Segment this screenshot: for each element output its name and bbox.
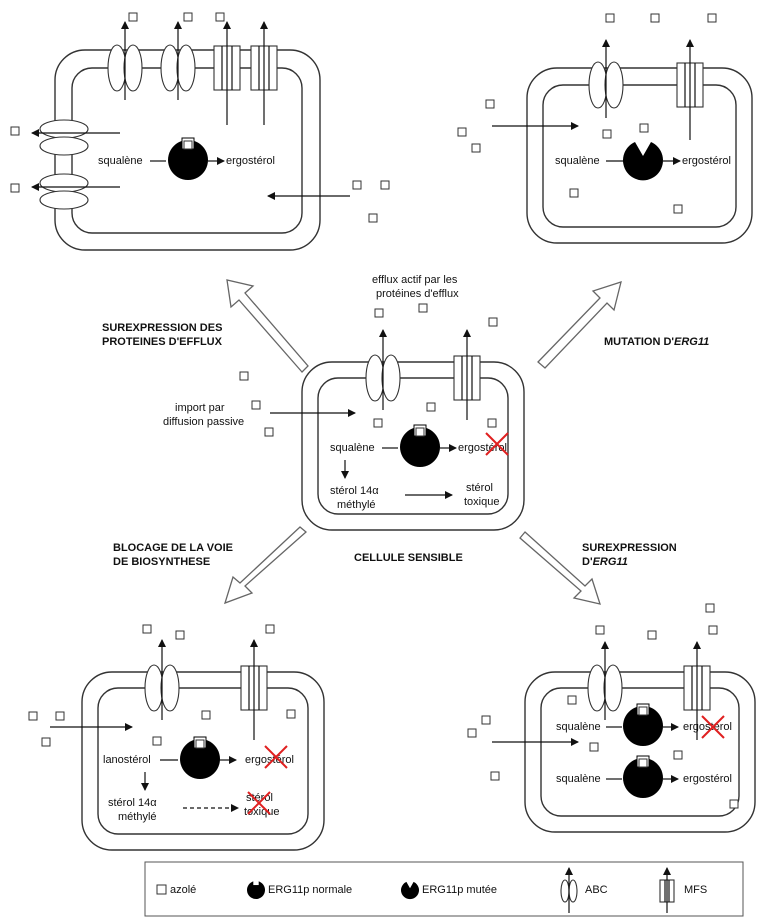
label-blocage-2: DE BIOSYNTHESE [113,556,210,568]
arrow-to-blocage [223,526,307,605]
legend-erg-mutee: ERG11p mutée [422,884,497,896]
cell-erg11-overexpression: squalène ergostérol squalène ergostérol [467,603,756,833]
import-label-line1: import par [175,402,225,414]
squalene-label: squalène [98,155,143,167]
cell-sensible: efflux actif par les protéines d'efflux … [163,274,525,531]
abc-transporter [107,21,143,100]
abc-transporter [144,639,180,720]
erg11p-normal-icon [247,880,266,899]
cell-blocage-biosynthese: lanostérol ergostérol stérol 14α méthylé… [28,624,325,851]
cell-erg11-mutation: squalène ergostérol [457,13,753,244]
arrow-to-erg-overexpression [519,531,601,605]
sterol-methyl-line2: méthylé [118,811,157,823]
erg11p-normal-icon [399,424,441,468]
sterol-toxique-line1: stérol [466,482,493,494]
erg11p-mutated-icon [623,142,663,181]
label-surexpression-erg-1: SUREXPRESSION [582,542,677,554]
squalene-label: squalène [330,442,375,454]
abc-transporter [31,173,120,210]
legend-abc: ABC [585,884,608,896]
ergosterol-label: ergostérol [226,155,275,167]
arrow-to-efflux [226,279,309,373]
arrow-to-mutation [537,281,622,369]
label-mutation: MUTATION D'ERG11 [604,336,709,348]
ergosterol-label: ergostérol [683,773,732,785]
sterol-toxique-line2: toxique [464,496,499,508]
abc-icon [560,867,578,913]
mfs-transporter [683,641,711,740]
legend-mfs: MFS [684,884,707,896]
mfs-transporter [676,39,704,140]
label-surexpression-efflux-1: SUREXPRESSION DES [102,322,222,334]
abc-transporter [588,39,624,118]
azole-icon [156,884,167,895]
sterol-methyl-line1: stérol 14α [330,485,379,497]
squalene-label: squalène [556,721,601,733]
erg11p-normal-icon [167,137,209,181]
erg11p-normal-icon [179,736,221,780]
mfs-transporter [213,21,241,125]
ergosterol-label: ergostérol [458,442,507,454]
mfs-transporter [240,639,268,740]
efflux-label-line2: protéines d'efflux [376,288,459,300]
lanosterol-label: lanostérol [103,754,151,766]
sterol-methyl-line1: stérol 14α [108,797,157,809]
cell-efflux-overexpression: squalène ergostérol [10,12,390,251]
abc-transporter [365,329,401,410]
abc-transporter [587,641,623,720]
legend: azolé ERG11p normale ERG11p mutée ABC MF… [144,861,744,917]
legend-azole: azolé [170,884,196,896]
label-surexpression-efflux-2: PROTEINES D'EFFLUX [102,336,223,348]
abc-transporter [160,21,196,100]
erg11p-mutated-icon [401,881,419,900]
legend-erg-normale: ERG11p normale [268,884,352,896]
ergosterol-label: ergostérol [683,721,732,733]
abc-transporter [31,119,120,156]
sterol-methyl-line2: méthylé [337,499,376,511]
label-cellule-sensible: CELLULE SENSIBLE [354,552,463,564]
import-label-line2: diffusion passive [163,416,244,428]
squalene-label: squalène [556,773,601,785]
squalene-label: squalène [555,155,600,167]
label-surexpression-erg-2: D'ERG11 [582,556,628,568]
mfs-transporter [250,21,278,125]
label-blocage-1: BLOCAGE DE LA VOIE [113,542,233,554]
erg11p-normal-icon [622,755,664,799]
efflux-label-line1: efflux actif par les [372,274,458,286]
mfs-transporter [453,329,481,420]
ergosterol-label: ergostérol [682,155,731,167]
mfs-icon [659,867,675,913]
erg11p-normal-icon [622,703,664,747]
